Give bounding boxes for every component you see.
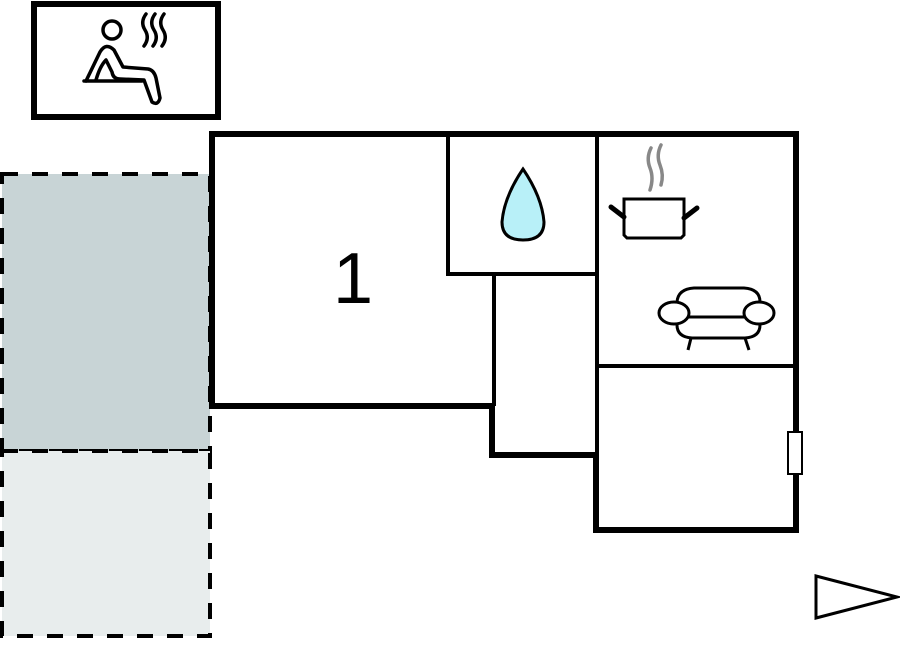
terrace-open [0,449,212,638]
water-drop-icon [500,166,546,242]
cooking-pot-icon [608,143,700,240]
terrace-covered [0,172,212,453]
north-arrow-icon [814,574,900,620]
sauna-room [31,1,221,120]
sauna-icon [82,12,167,106]
window [787,431,803,475]
room-label-1: 1 [333,239,373,319]
sofa-icon [657,286,776,351]
